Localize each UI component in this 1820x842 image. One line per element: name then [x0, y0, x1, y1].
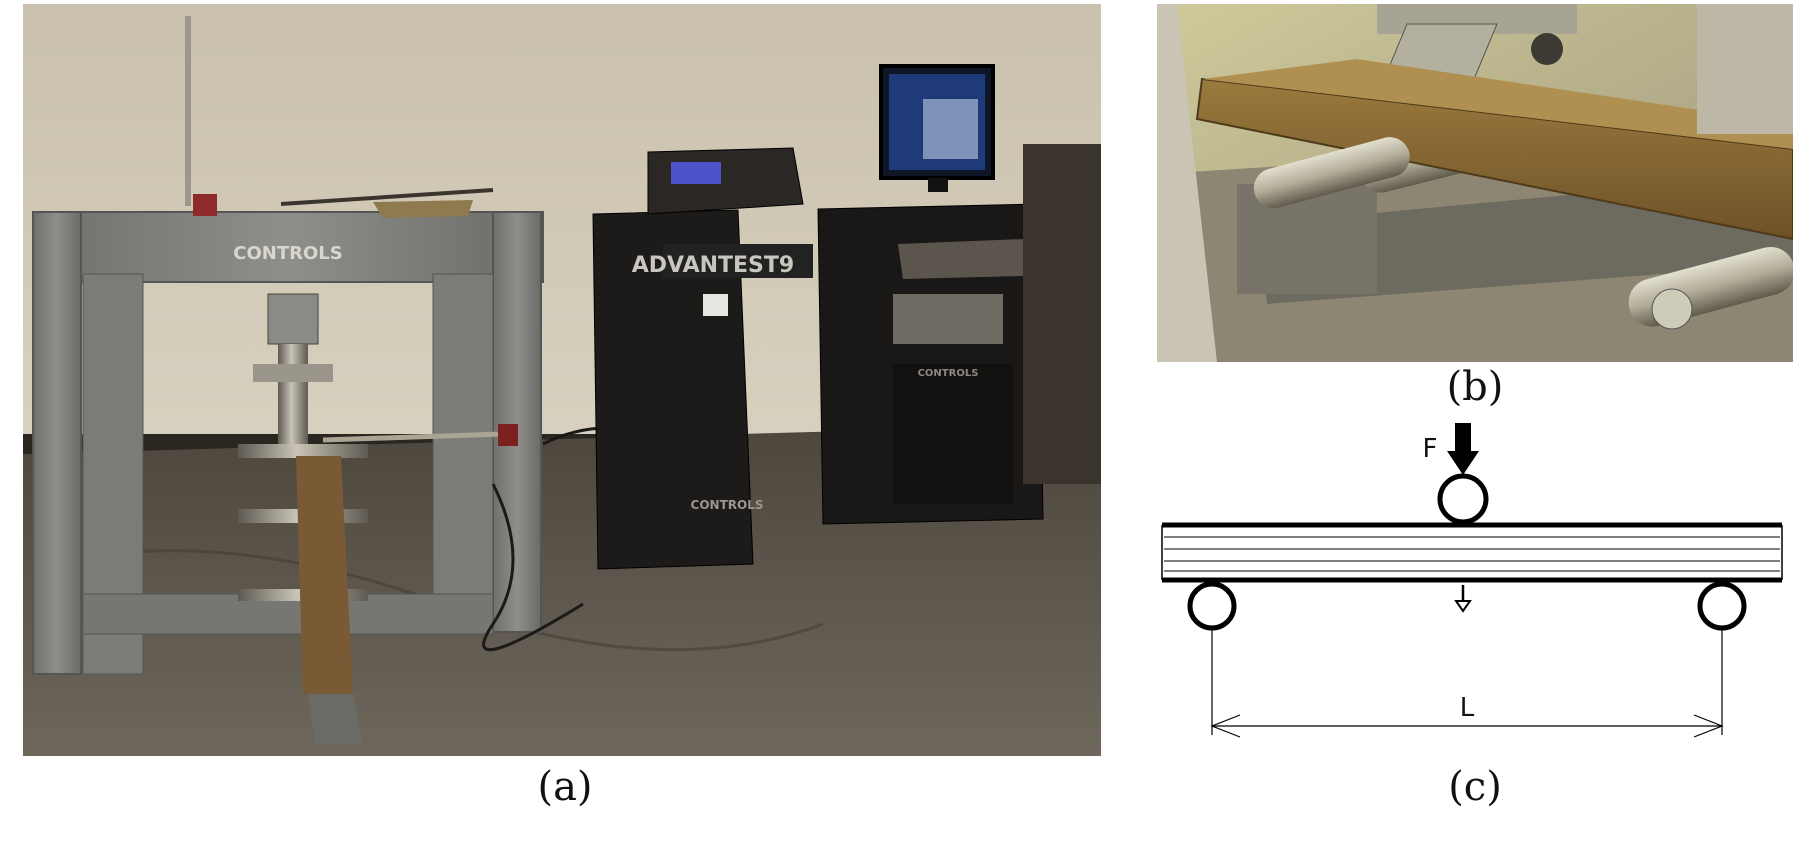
laminated-beam	[1161, 522, 1783, 583]
load-roller	[1437, 473, 1489, 525]
span-dimension	[1210, 630, 1724, 738]
console-logo: CONTROLS	[691, 498, 764, 512]
panel-a-photo: CONTROLS ADVANT	[23, 4, 1101, 756]
span-label: L	[1460, 693, 1475, 723]
support-roller-right	[1697, 581, 1747, 631]
force-arrow-head	[1447, 451, 1479, 475]
lab-photo-illustration: CONTROLS ADVANT	[23, 4, 1101, 756]
force-arrow-shaft	[1455, 423, 1471, 453]
closeup-photo-illustration	[1157, 4, 1793, 362]
console-brand-label: ADVANTEST9	[632, 253, 794, 278]
test-frame: CONTROLS	[32, 16, 544, 744]
force-label: F	[1423, 434, 1438, 464]
frame-brand-label: CONTROLS	[233, 243, 342, 264]
caption-b: (b)	[1446, 364, 1504, 410]
cabinet-logo: CONTROLS	[918, 368, 979, 379]
bending-schematic: F L	[1161, 423, 1783, 738]
control-console: ADVANTEST9 CONTROLS	[592, 147, 813, 570]
computer-cabinet: CONTROLS	[817, 64, 1101, 525]
caption-a: (a)	[537, 764, 593, 810]
caption-c: (c)	[1448, 764, 1502, 810]
panel-b-photo	[1157, 4, 1793, 362]
deflection-arrow	[1454, 585, 1472, 613]
panel-c-diagram: F L	[1150, 415, 1800, 755]
support-roller-left	[1187, 581, 1237, 631]
